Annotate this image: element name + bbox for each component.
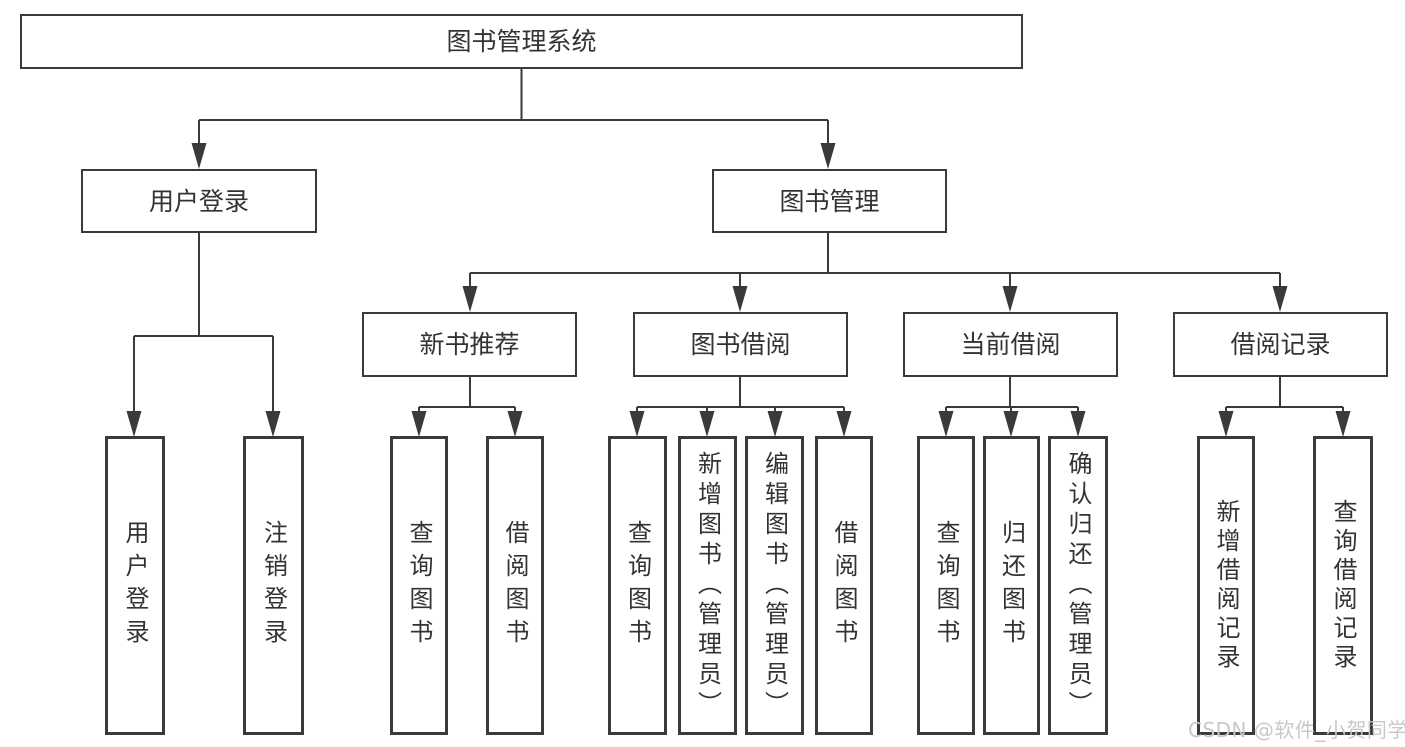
node-query-books-current: 查询图书 [917, 436, 975, 735]
node-return-books: 归还图书 [983, 436, 1040, 735]
node-label: 用户登录 [121, 519, 149, 652]
node-label: 图书管理 [779, 186, 880, 216]
node-user-login: 用户登录 [81, 169, 317, 233]
node-borrow-books-recommend: 借阅图书 [486, 436, 544, 735]
node-label: 查询图书 [623, 519, 652, 652]
node-label: 确认归还（管理员） [1064, 450, 1092, 721]
node-logout: 注销登录 [243, 436, 304, 735]
node-add-borrow-record: 新增借阅记录 [1197, 436, 1255, 735]
node-label: 用户登录 [148, 186, 249, 216]
node-label: 新增借阅记录 [1212, 498, 1240, 673]
node-label: 借阅记录 [1230, 330, 1331, 359]
arrowheads [126, 143, 1351, 437]
node-label: 图书管理系统 [446, 27, 597, 56]
node-book-borrowing: 图书借阅 [633, 312, 848, 377]
node-login: 用户登录 [105, 436, 165, 735]
node-label: 借阅图书 [501, 519, 529, 652]
node-label: 当前借阅 [960, 330, 1061, 359]
node-label: 新书推荐 [419, 330, 520, 359]
csdn-watermark: CSDN @软件_小贺同学 [1188, 718, 1405, 742]
node-label: 编辑图书（管理员） [760, 450, 789, 721]
node-label: 查询图书 [405, 519, 433, 652]
node-edit-books-admin: 编辑图书（管理员） [745, 436, 804, 735]
node-label: 查询图书 [932, 519, 960, 652]
node-add-books-admin: 新增图书（管理员） [678, 436, 737, 735]
node-label: 图书借阅 [690, 330, 791, 359]
node-new-book-recommend: 新书推荐 [362, 312, 577, 377]
node-current-borrowing: 当前借阅 [903, 312, 1118, 377]
node-book-management: 图书管理 [712, 169, 947, 233]
node-label: 借阅图书 [830, 519, 858, 652]
node-borrowing-records: 借阅记录 [1173, 312, 1388, 377]
node-query-books-recommend: 查询图书 [390, 436, 448, 735]
node-label: 注销登录 [259, 519, 288, 652]
node-query-books-borrowing: 查询图书 [608, 436, 667, 735]
node-label: 查询借阅记录 [1329, 498, 1357, 673]
node-confirm-return-admin: 确认归还（管理员） [1048, 436, 1108, 735]
node-label: 新增图书（管理员） [693, 450, 722, 721]
node-query-borrow-record: 查询借阅记录 [1313, 436, 1373, 735]
node-borrow-books-borrowing: 借阅图书 [815, 436, 873, 735]
node-library-system: 图书管理系统 [20, 14, 1023, 69]
node-label: 归还图书 [997, 519, 1026, 652]
